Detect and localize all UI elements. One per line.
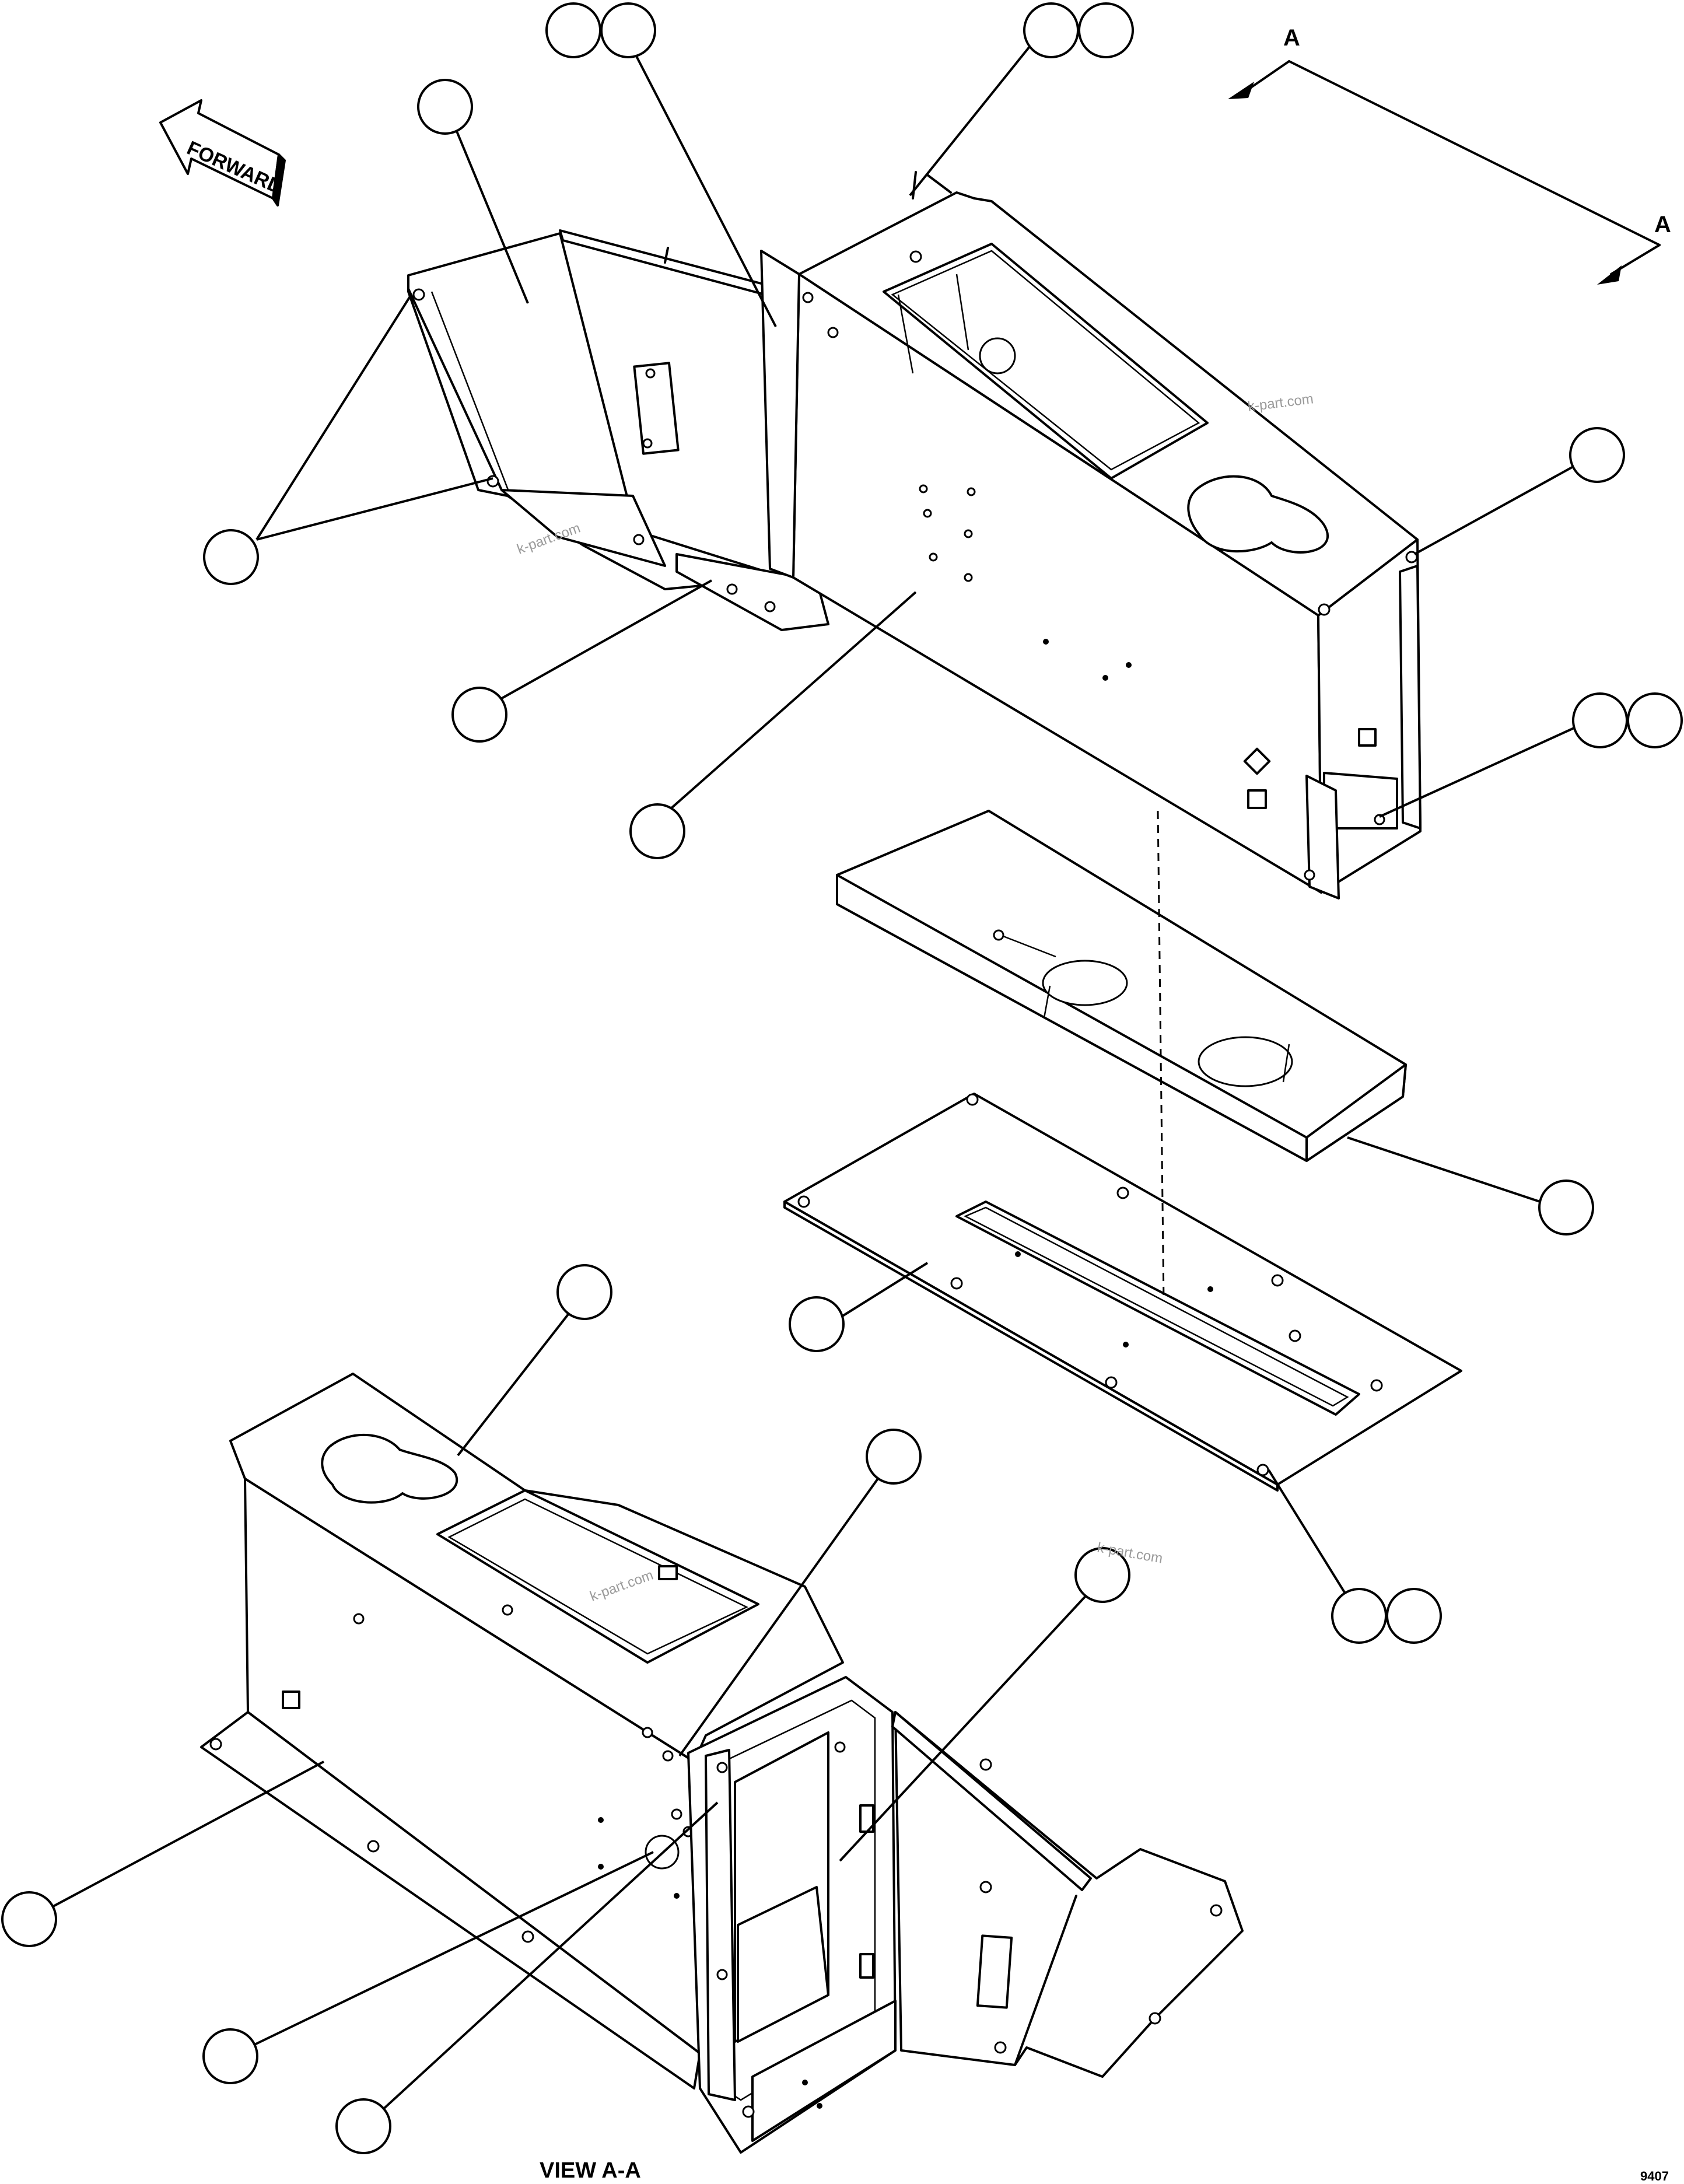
callout-bubble [451,687,507,743]
callout-bubble [1078,2,1134,58]
callout-bubble [1331,1588,1387,1644]
callout-bubble [556,1264,612,1320]
section-line-a-a: A A [1228,25,1671,285]
watermark-text: k-part.com [1247,391,1314,415]
callout-bubble [1386,1588,1442,1644]
callout-bubble [1074,1547,1130,1603]
console-pad-part [836,810,1407,1162]
callout-bubble [1,1891,57,1947]
rear-duct-part [407,229,829,631]
callout-bubble [1627,692,1683,748]
drawing-code: 9407 [1640,2169,1669,2183]
callout-bubble [202,2028,258,2084]
view-title: VIEW A-A [540,2158,641,2183]
callout-bubble [600,2,656,58]
callout-bubble [1569,427,1625,483]
section-label-top: A [1283,25,1300,51]
callout-bubble [203,529,259,585]
section-label-right: A [1654,212,1671,237]
callout-bubble [545,2,601,58]
callout-bubble [417,79,473,135]
callout-bubble [1538,1180,1594,1236]
callout-leaders [29,43,1584,2127]
callout-bubble [866,1429,922,1485]
callout-bubble [335,2098,391,2154]
callout-bubble [789,1296,845,1352]
callout-bubble [1023,2,1079,58]
forward-arrow-icon: FORWARD [159,99,286,206]
callout-bubble [1572,692,1628,748]
console-body-part [760,171,1422,900]
alignment-centerline [1157,810,1165,1301]
view-aa-bracket-part [687,1676,1244,2154]
callout-bubble [629,803,685,859]
